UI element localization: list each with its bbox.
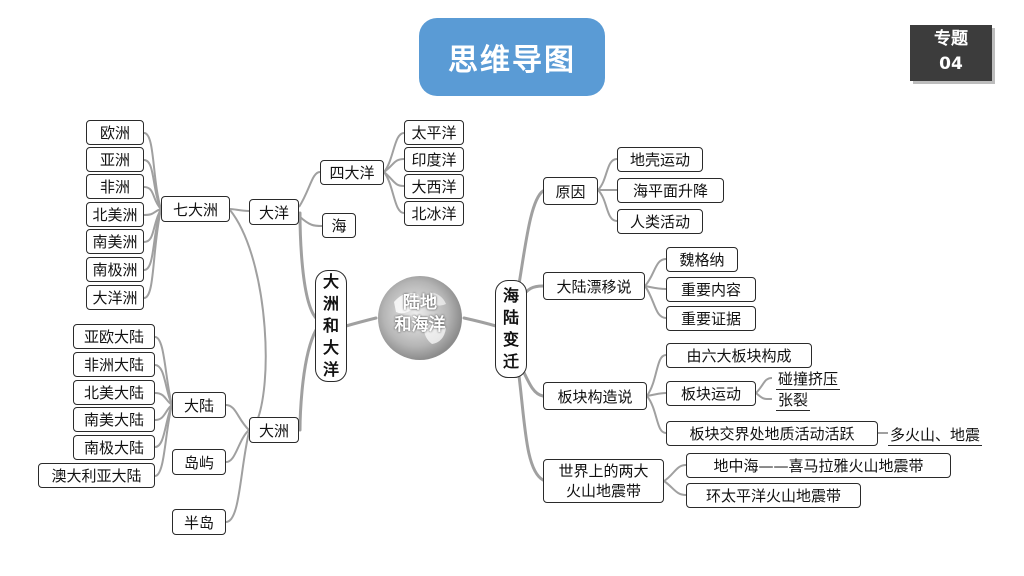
belts-line-1: 世界上的两大	[558, 462, 649, 480]
belts-line-2: 火山地震带	[565, 482, 641, 500]
node-ocean-item: 印度洋	[404, 147, 464, 172]
node-island: 岛屿	[172, 449, 226, 475]
node-plate-item: 板块交界处地质活动活跃	[666, 421, 878, 446]
node-continents-and-oceans: 大 洲 和 大 洋	[315, 270, 347, 382]
node-plate-item: 板块运动	[666, 381, 756, 406]
node-cause-item: 海平面升降	[617, 178, 724, 203]
page-title: 思维导图	[419, 18, 605, 96]
node-continent-item: 非洲	[86, 174, 144, 199]
center-topic: 陆地 和海洋	[374, 292, 466, 336]
topic-badge: 专题 04	[910, 25, 992, 81]
node-volcano-belts: 世界上的两大 火山地震带	[543, 459, 664, 503]
node-belt-item: 环太平洋火山地震带	[686, 483, 861, 508]
node-land-item: 非洲大陆	[73, 352, 155, 377]
node-continent: 大洲	[249, 417, 299, 443]
main-right-char: 迁	[502, 352, 519, 371]
main-right-char: 变	[502, 330, 519, 349]
node-continent-item: 大洋洲	[86, 285, 144, 310]
main-left-char: 洋	[322, 360, 339, 379]
node-land-item: 北美大陆	[73, 380, 155, 405]
node-drift-item: 魏格纳	[666, 247, 738, 272]
main-right-char: 陆	[502, 308, 519, 327]
node-plate-tectonics: 板块构造说	[543, 382, 647, 410]
node-land-item: 南美大陆	[73, 407, 155, 432]
node-land-item: 澳大利亚大陆	[38, 463, 155, 488]
node-ocean-item: 北冰洋	[404, 201, 464, 226]
main-left-char: 洲	[322, 294, 339, 313]
node-ocean: 大洋	[249, 199, 299, 225]
node-continent-item: 北美洲	[86, 202, 144, 227]
badge-number: 04	[939, 54, 963, 74]
node-seven-continents: 七大洲	[161, 196, 230, 222]
node-land-item: 亚欧大陆	[73, 324, 155, 349]
globe-icon	[378, 276, 462, 360]
main-left-char: 大	[322, 338, 339, 357]
plate-result: 多火山、地震	[888, 426, 983, 446]
node-continent-item: 南美洲	[86, 229, 144, 254]
center-line-2: 和海洋	[394, 315, 446, 335]
main-left-char: 和	[322, 316, 339, 335]
node-continent-item: 南极洲	[86, 257, 144, 282]
main-right-char: 海	[502, 286, 519, 305]
node-continental-drift: 大陆漂移说	[543, 272, 645, 300]
node-belt-item: 地中海——喜马拉雅火山地震带	[686, 453, 951, 478]
node-four-oceans: 四大洋	[320, 160, 384, 185]
node-cause-item: 地壳运动	[617, 147, 703, 172]
main-left-char: 大	[322, 272, 339, 291]
node-ocean-item: 太平洋	[404, 120, 464, 145]
node-continent-item: 亚洲	[86, 147, 144, 172]
center-line-1: 陆地	[403, 293, 437, 313]
node-sea-land-change: 海 陆 变 迁	[495, 280, 527, 378]
node-land: 大陆	[172, 392, 226, 418]
node-sea: 海	[322, 213, 356, 238]
node-drift-item: 重要证据	[666, 306, 756, 331]
node-peninsula: 半岛	[172, 509, 226, 535]
plate-motion-collision: 碰撞挤压	[776, 370, 841, 390]
node-plate-item: 由六大板块构成	[666, 343, 812, 368]
node-drift-item: 重要内容	[666, 277, 756, 302]
node-cause-item: 人类活动	[617, 209, 703, 234]
node-ocean-item: 大西洋	[404, 174, 464, 199]
node-land-item: 南极大陆	[73, 435, 155, 460]
node-continent-item: 欧洲	[86, 120, 144, 145]
node-cause: 原因	[543, 177, 598, 205]
badge-label: 专题	[934, 29, 968, 49]
plate-motion-rift: 张裂	[776, 391, 811, 411]
